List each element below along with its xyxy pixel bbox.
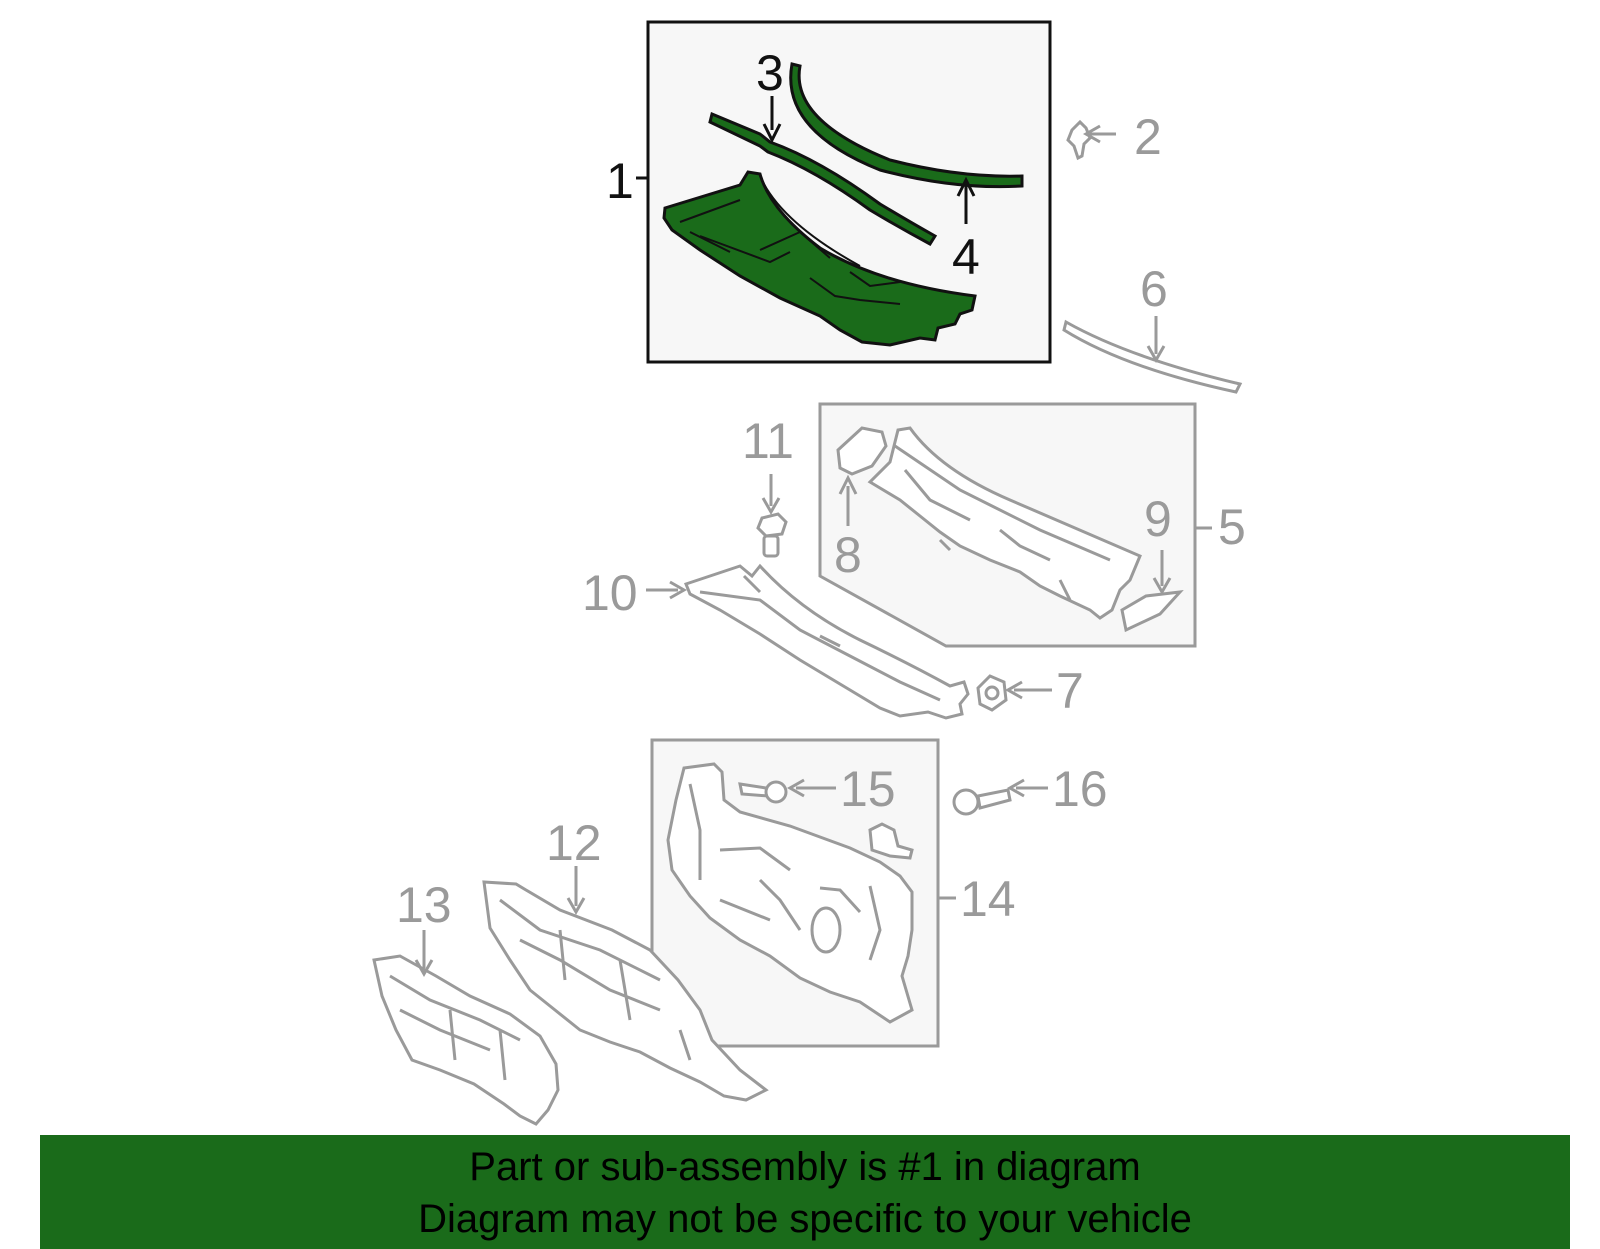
callout-7: 7 [1056, 663, 1084, 719]
part-11-bolt[interactable] [756, 512, 788, 558]
part-12-detail-lines [499, 898, 692, 1061]
part-1-cowl-panel[interactable] [662, 170, 977, 347]
info-banner: Part or sub-assembly is #1 in diagram Di… [40, 1135, 1570, 1249]
callout-5: 5 [1218, 499, 1246, 555]
part-13-detail-lines [389, 974, 521, 1081]
leaders-group-1 [636, 96, 976, 224]
callout-11: 11 [742, 413, 794, 469]
part-2-clip[interactable] [1066, 119, 1092, 161]
callout-2: 2 [1134, 109, 1162, 165]
part-16-bolt[interactable] [952, 788, 1012, 816]
callout-4: 4 [952, 229, 980, 285]
part-10-detail-lines [699, 574, 941, 702]
part-14-hole [810, 906, 842, 954]
part-3-weatherstrip[interactable] [708, 111, 938, 246]
callout-12: 12 [546, 815, 602, 871]
callout-3: 3 [756, 45, 784, 101]
part-8-bracket[interactable] [836, 426, 888, 476]
part-9-bracket[interactable] [1120, 590, 1184, 633]
leaders-muted [414, 124, 1212, 978]
callout-10: 10 [582, 565, 638, 621]
muted-parts [372, 119, 1243, 1126]
callout-15: 15 [840, 761, 896, 817]
callout-8: 8 [834, 527, 862, 583]
callout-14: 14 [960, 871, 1016, 927]
part-1-detail-lines [679, 175, 901, 305]
callout-6: 6 [1140, 261, 1168, 317]
part-4-seal[interactable] [789, 62, 1024, 189]
part-6-seal-strip[interactable] [1062, 319, 1243, 394]
callout-16: 16 [1052, 761, 1108, 817]
part-7-nut[interactable] [976, 674, 1008, 712]
callout-1: 1 [606, 153, 634, 209]
part-1-group[interactable] [646, 20, 1052, 364]
part-5-detail-lines [894, 444, 1111, 601]
banner-line-2: Diagram may not be specific to your vehi… [418, 1197, 1192, 1241]
banner-line-1: Part or sub-assembly is #1 in diagram [469, 1145, 1141, 1189]
callout-9: 9 [1144, 491, 1172, 547]
part-14-detail-lines [688, 783, 882, 961]
part-14-insulator[interactable] [666, 762, 914, 1024]
callout-13: 13 [396, 877, 452, 933]
part-15-bolt[interactable] [738, 780, 914, 860]
